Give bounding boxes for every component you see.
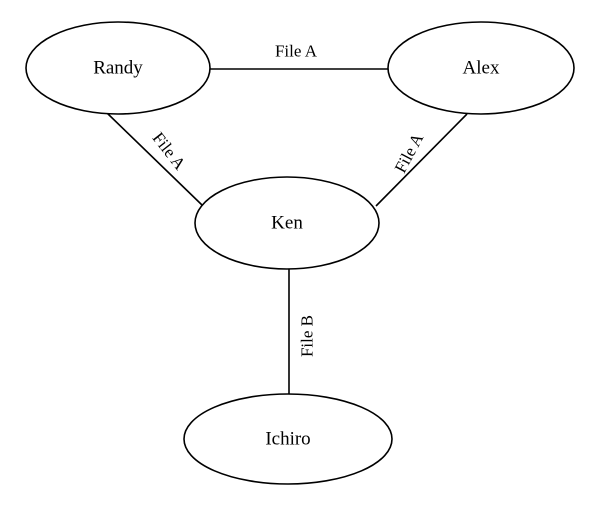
- node-label-ken: Ken: [271, 213, 303, 234]
- edge-randy-ken: [106, 112, 203, 206]
- node-alex: Alex: [387, 21, 575, 115]
- node-label-ichiro: Ichiro: [265, 429, 310, 450]
- edge-alex-ken: [375, 113, 468, 207]
- node-label-randy: Randy: [93, 58, 143, 79]
- node-ken: Ken: [194, 176, 380, 270]
- edge-label-ken-ichiro: File B: [298, 315, 317, 357]
- edge-label-randy-ken: File A: [149, 129, 190, 174]
- node-ichiro: Ichiro: [183, 393, 393, 485]
- edge-label-randy-alex: File A: [275, 42, 318, 61]
- node-randy: Randy: [25, 21, 211, 115]
- edge-label-alex-ken: File A: [391, 129, 428, 176]
- node-label-alex: Alex: [463, 58, 500, 79]
